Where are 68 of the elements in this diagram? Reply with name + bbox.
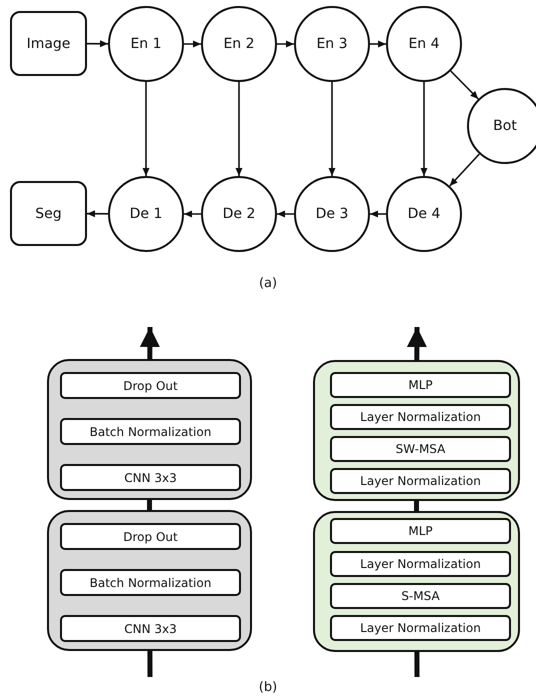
node-label: Seg	[35, 206, 62, 222]
block-panel	[47, 510, 252, 651]
node-label: Layer Normalization	[360, 474, 481, 488]
node-label: Image	[26, 36, 70, 52]
node-label: En 2	[223, 36, 255, 52]
node-label: Bot	[493, 118, 517, 134]
layer-box	[60, 464, 241, 491]
arrow	[277, 40, 294, 48]
node-label: SW-MSA	[396, 442, 446, 456]
arrow	[184, 210, 201, 218]
node-label: Batch Normalization	[90, 424, 212, 438]
arrow	[450, 70, 479, 100]
layer-box	[330, 436, 511, 462]
arrow	[277, 210, 294, 218]
node-label: En 1	[130, 36, 162, 52]
process-box	[10, 181, 87, 246]
arrow	[140, 326, 160, 360]
layer-box	[60, 569, 241, 596]
arrow	[370, 40, 386, 48]
node-label: De 1	[130, 206, 162, 222]
node-label: MLP	[408, 524, 433, 538]
node-label: MLP	[408, 378, 433, 392]
block-panel	[313, 511, 520, 652]
node-label: CNN 3x3	[124, 622, 177, 636]
layer-box	[60, 523, 241, 550]
node-label: Layer Normalization	[360, 410, 481, 424]
arrow	[449, 153, 480, 187]
panel-caption: (a)	[258, 276, 278, 291]
connector-line	[147, 651, 152, 677]
layer-box	[60, 372, 241, 399]
layer-box	[330, 583, 511, 609]
circle-node	[467, 88, 536, 164]
node-label: Drop Out	[123, 530, 178, 544]
arrow	[328, 82, 336, 176]
node-label: Layer Normalization	[360, 621, 481, 635]
connector-line	[414, 501, 419, 511]
node-label: Layer Normalization	[360, 557, 481, 571]
arrow	[236, 82, 242, 176]
node-label: De 2	[222, 206, 256, 222]
layer-box	[330, 615, 511, 641]
block-panel	[47, 359, 252, 500]
layer-box	[60, 615, 241, 642]
connector-line	[414, 652, 420, 677]
connector-line	[147, 500, 152, 510]
arrow	[184, 40, 201, 48]
arrow	[406, 326, 427, 360]
layer-box	[330, 404, 511, 430]
layer-box	[330, 518, 511, 544]
arrow	[370, 210, 386, 218]
node-label: S-MSA	[401, 589, 440, 603]
node-label: En 4	[408, 36, 440, 52]
node-label: De 3	[316, 206, 348, 222]
node-label: Drop Out	[123, 378, 178, 392]
node-label: De 4	[408, 206, 440, 222]
block-panel	[313, 360, 520, 501]
node-label: CNN 3x3	[124, 470, 177, 484]
arrow	[420, 82, 428, 176]
layer-box	[330, 372, 511, 398]
layer-box	[330, 468, 511, 494]
arrow	[142, 82, 150, 176]
arrow	[87, 210, 108, 218]
arrow	[87, 40, 108, 48]
node-label: Batch Normalization	[90, 576, 212, 590]
panel-caption: (b)	[258, 680, 278, 695]
layer-box	[330, 551, 511, 577]
layer-box	[60, 418, 241, 445]
node-label: En 3	[316, 36, 348, 52]
process-box	[10, 11, 87, 76]
